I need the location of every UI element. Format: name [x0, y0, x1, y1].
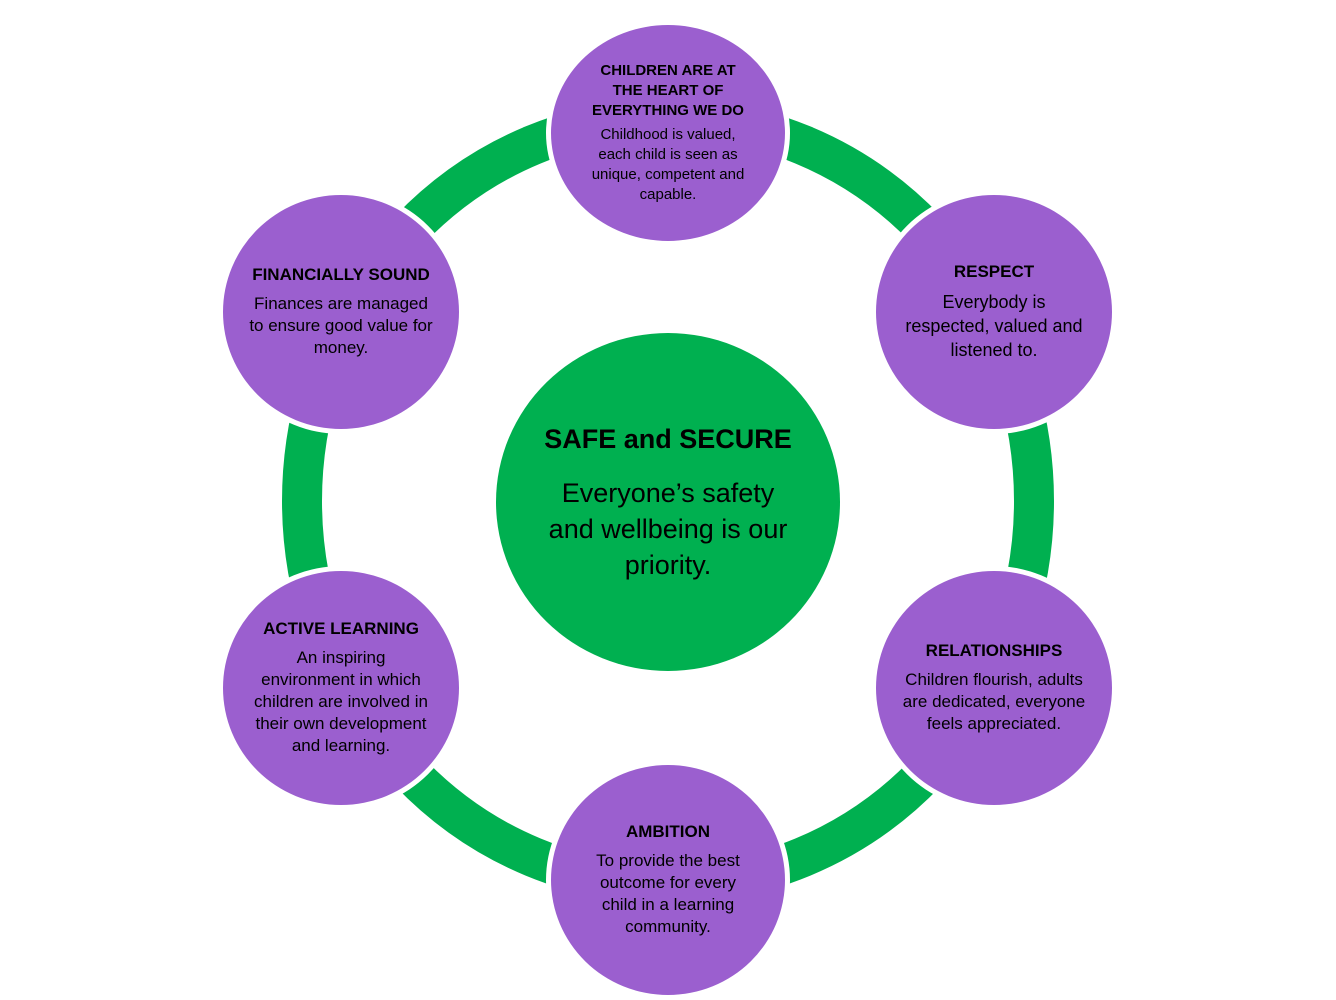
value-description: Finances are managed to ensure good valu…	[249, 294, 433, 357]
center-circle-safe-and-secure: SAFE and SECURE Everyone’s safety and we…	[496, 333, 840, 671]
value-circle-children-at-heart: CHILDREN ARE AT THE HEART OF EVERYTHING …	[546, 20, 790, 246]
center-title: SAFE and SECURE	[544, 424, 792, 454]
value-description: Everybody is respected, valued and liste…	[905, 292, 1083, 360]
value-circle-respect: RESPECT Everybody is respected, valued a…	[871, 190, 1117, 434]
value-title: FINANCIALLY SOUND	[252, 265, 430, 284]
value-title: CHILDREN ARE AT THE HEART OF EVERYTHING …	[592, 62, 744, 119]
value-title: AMBITION	[625, 822, 711, 841]
value-description: Children flourish, adults are dedicated,…	[902, 670, 1086, 733]
value-circle-relationships: RELATIONSHIPS Children flourish, adults …	[871, 566, 1117, 810]
value-circle-financially-sound: FINANCIALLY SOUND Finances are managed t…	[218, 190, 464, 434]
value-title: RESPECT	[953, 262, 1035, 281]
value-title: RELATIONSHIPS	[925, 641, 1063, 660]
value-circle-ambition: AMBITION To provide the best outcome for…	[546, 760, 790, 1000]
center-description: Everyone’s safety and wellbeing is our p…	[548, 478, 788, 580]
value-description: To provide the best outcome for every ch…	[596, 851, 740, 936]
value-circle-active-learning: ACTIVE LEARNING An inspiring environment…	[218, 566, 464, 810]
value-title: ACTIVE LEARNING	[263, 619, 419, 638]
value-description: Childhood is valued, each child is seen …	[591, 126, 745, 203]
value-description: An inspiring environment in which childr…	[254, 648, 428, 755]
